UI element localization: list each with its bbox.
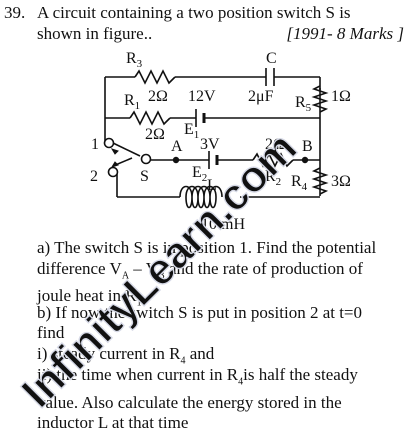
pos-1-label: 1	[91, 136, 99, 153]
l-value: 10 mH	[201, 216, 245, 233]
node-b-dot	[301, 156, 309, 164]
question-number: 39.	[4, 3, 26, 22]
part-b-ii-line-2: value. Also calculate the energy stored …	[37, 392, 342, 412]
c-label: C	[266, 50, 277, 67]
part-b-line-2: find	[37, 323, 65, 342]
e2-value: 3V	[200, 136, 220, 153]
r5-label: R5	[295, 94, 312, 114]
r2-value: 2Ω	[265, 136, 285, 153]
r5-value: 1Ω	[331, 88, 351, 105]
part-a-line-1: a) The switch S is in position 1. Find t…	[37, 238, 377, 257]
r1-value-bottom: 2Ω	[145, 126, 165, 143]
part-a-line-2: difference VA – VB and the rate of produ…	[37, 258, 363, 281]
question-text-line-1: A circuit containing a two position swit…	[37, 3, 351, 22]
c-value: 2μF	[248, 88, 274, 105]
node-a-label: A	[171, 138, 183, 155]
question-source: [1991- 8 Marks ]	[286, 24, 404, 43]
inductor-l	[179, 185, 223, 209]
r1-value-top: 2Ω	[148, 88, 168, 105]
resistor-r4	[311, 167, 329, 195]
e2-label: E2	[192, 164, 207, 184]
question-text-line-2: shown in figure..	[37, 24, 153, 43]
capacitor-c	[265, 68, 275, 86]
circuit-diagram: R3 C R1 2Ω 12V 2μF R5 1Ω 2Ω E1 1 2 S A 3…	[90, 50, 351, 233]
part-b-line-1: b) If now the switch S is put in positio…	[37, 303, 363, 322]
r3-label: R3	[126, 50, 143, 70]
resistor-r1	[129, 110, 171, 126]
node-b-label: B	[302, 138, 313, 155]
l-label: L	[207, 177, 217, 194]
resistor-r3	[134, 69, 176, 85]
e1-value: 12V	[188, 88, 216, 105]
resistor-r2	[252, 152, 294, 168]
node-a-dot	[172, 156, 180, 164]
terminal-1	[103, 137, 115, 149]
e1-label: E1	[184, 121, 199, 141]
switch-blade	[112, 142, 141, 157]
part-b-ii: ii) the time when current in R4is half t…	[37, 365, 405, 434]
part-a-line-3: joule heat in R1.	[37, 286, 146, 309]
pos-2-label: 2	[90, 168, 98, 185]
terminal-2	[107, 166, 119, 178]
part-a: a) The switch S is in position 1. Find t…	[37, 238, 405, 314]
resistor-r5	[311, 85, 329, 113]
switch-label: S	[140, 168, 149, 185]
r2-label: R2	[265, 168, 281, 188]
r1-label: R1	[124, 92, 140, 112]
r4-value: 3Ω	[331, 173, 351, 190]
r4-label: R4	[291, 173, 308, 193]
part-b-ii-line-1: ii) the time when current in R4is half t…	[37, 365, 358, 388]
switch-pivot	[140, 153, 152, 165]
part-b-i: i) steady current in R4 and	[37, 344, 215, 367]
part-b-ii-line-3: inductor L at that time	[37, 413, 189, 433]
